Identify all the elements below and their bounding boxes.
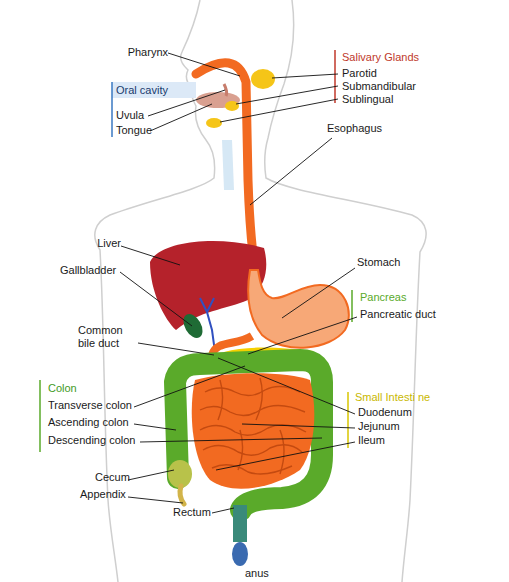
part-label: Gallbladder [60, 264, 116, 277]
group-heading: Colon [48, 382, 77, 395]
part-label: Appendix [80, 488, 126, 501]
part-label: Parotid [342, 67, 377, 80]
oral-cavity-highlight [112, 82, 196, 98]
part-label: Ascending colon [48, 416, 129, 429]
part-label: Cecum [95, 471, 130, 484]
part-label: Descending colon [48, 434, 135, 447]
bile-duct [200, 298, 215, 352]
group-bracket [334, 50, 336, 103]
part-label: Pharynx [128, 46, 168, 59]
part-label: Uvula [116, 109, 144, 122]
group-bracket [347, 392, 349, 448]
part-label: Pancreatic duct [360, 308, 436, 321]
part-label: anus [245, 567, 269, 580]
small-intestine [192, 373, 315, 488]
part-label: Duodenum [358, 406, 412, 419]
part-label: Transverse colon [48, 399, 132, 412]
colon [175, 360, 322, 510]
parotid-gland [251, 69, 275, 89]
trachea [222, 140, 234, 190]
sublingual-gland [206, 118, 222, 128]
group-heading: Salivary Glands [342, 51, 419, 64]
group-bracket [351, 290, 353, 322]
gallbladder [180, 311, 207, 342]
part-label: Rectum [173, 506, 211, 519]
group-heading: Oral cavity [116, 84, 168, 97]
part-label: Tongue [116, 124, 152, 137]
part-label: Jejunum [358, 420, 400, 433]
anus [232, 542, 248, 566]
part-label: Stomach [357, 256, 400, 269]
stomach [248, 270, 349, 348]
group-bracket [39, 380, 41, 452]
leader-lines [120, 53, 357, 513]
group-heading: Pancreas [360, 291, 406, 304]
part-label: Submandibular [342, 80, 416, 93]
part-label: Esophagus [327, 122, 382, 135]
rectum [233, 505, 247, 542]
group-heading: Small Intesti ne [355, 391, 430, 404]
group-bracket [111, 82, 113, 137]
part-label: Sublingual [342, 93, 393, 106]
part-label: Ileum [358, 434, 385, 447]
appendix [180, 486, 184, 504]
body-outline [95, 0, 426, 582]
submandibular-gland [225, 101, 239, 111]
part-label: Common bile duct [78, 324, 140, 350]
part-label: Liver [97, 237, 121, 250]
